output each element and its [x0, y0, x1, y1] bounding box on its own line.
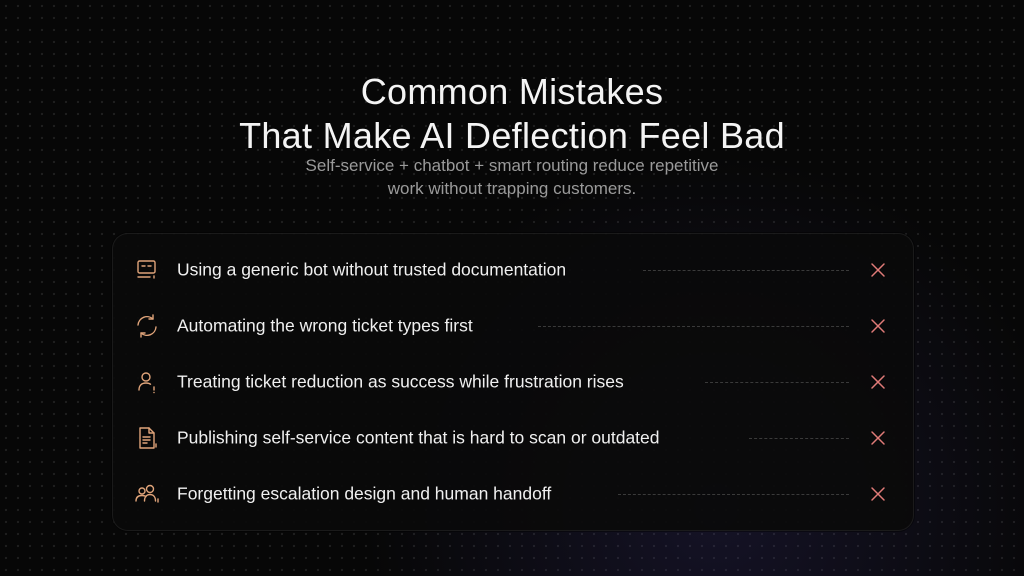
x-mark-icon [869, 261, 887, 279]
dashed-divider [749, 438, 849, 439]
mistake-label: Publishing self-service content that is … [177, 427, 660, 448]
dashed-divider [643, 270, 849, 271]
mistake-row: Treating ticket reduction as success whi… [113, 354, 913, 410]
x-mark-icon [869, 317, 887, 335]
dashed-divider [705, 382, 849, 383]
mistakes-card: Using a generic bot without trusted docu… [112, 233, 914, 531]
dashed-divider [618, 494, 849, 495]
subtitle: Self-service + chatbot + smart routing r… [0, 154, 1024, 200]
title-line-2: That Make AI Deflection Feel Bad [239, 115, 785, 157]
mistake-label: Using a generic bot without trusted docu… [177, 259, 567, 280]
dashed-divider [538, 326, 849, 327]
chat-window-icon [133, 256, 161, 284]
mistake-row: Using a generic bot without trusted docu… [113, 242, 913, 298]
mistake-row: Forgetting escalation design and human h… [113, 466, 913, 522]
user-alert-icon [133, 368, 161, 396]
mistake-row: Publishing self-service content that is … [113, 410, 913, 466]
x-mark-icon [869, 429, 887, 447]
refresh-cycle-icon [133, 312, 161, 340]
subtitle-line-2: work without trapping customers. [387, 179, 637, 198]
mistake-label: Treating ticket reduction as success whi… [177, 371, 624, 392]
x-mark-icon [869, 485, 887, 503]
page-title: Common Mistakes That Make AI Deflection … [0, 70, 1024, 158]
mistake-row: Automating the wrong ticket types first [113, 298, 913, 354]
mistake-label: Forgetting escalation design and human h… [177, 483, 552, 504]
users-icon [133, 480, 161, 508]
document-icon [133, 424, 161, 452]
x-mark-icon [869, 373, 887, 391]
mistake-label: Automating the wrong ticket types first [177, 315, 473, 336]
subtitle-line-1: Self-service + chatbot + smart routing r… [305, 156, 719, 175]
title-line-1: Common Mistakes [360, 71, 664, 113]
